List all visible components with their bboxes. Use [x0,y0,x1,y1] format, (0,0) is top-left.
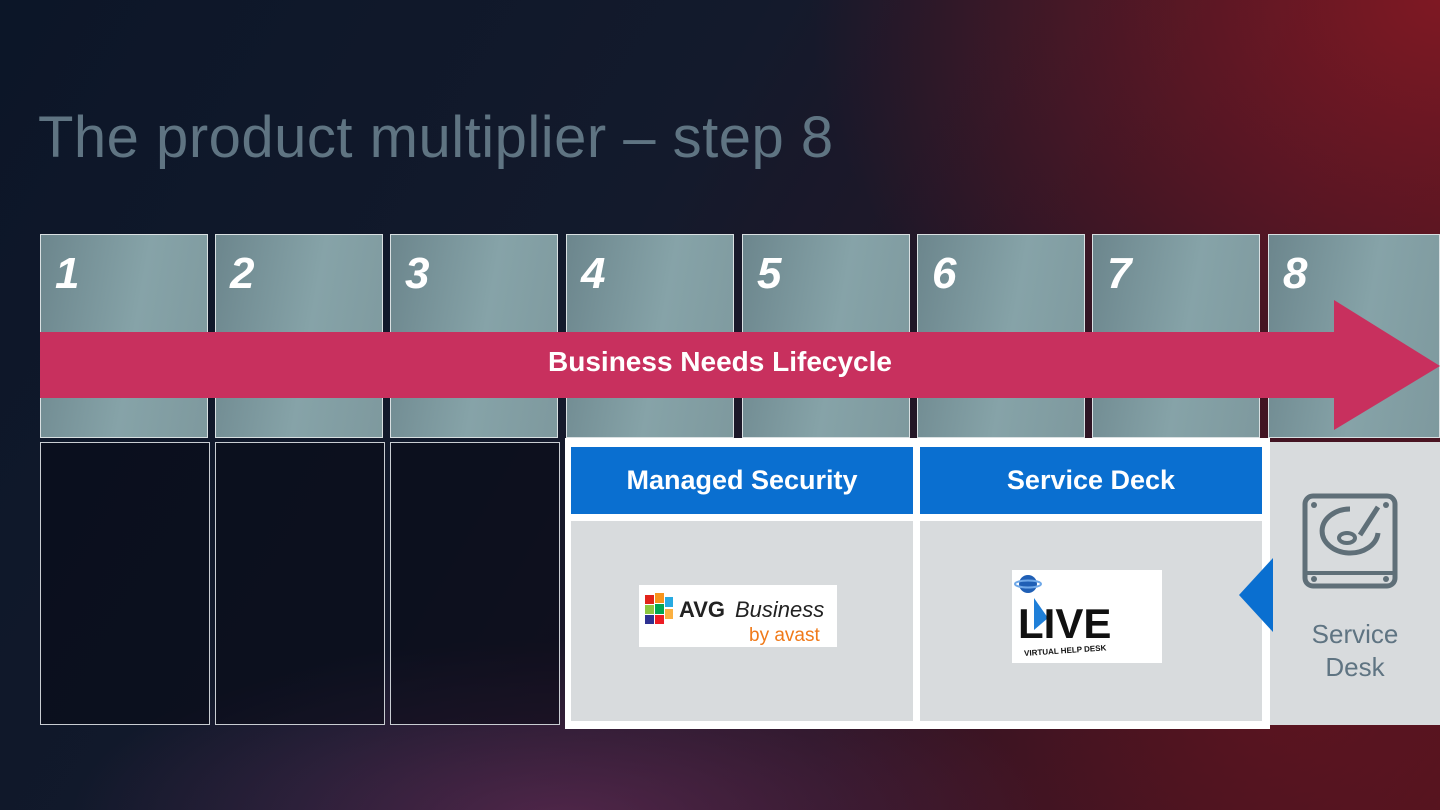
service-desk-label: Service Desk [1270,618,1440,684]
service-deck-header: Service Deck [920,447,1262,514]
live-logo-icon: LIVE VIRTUAL HELP DESK [1014,575,1111,658]
step-number: 3 [405,249,430,298]
hard-drive-icon [1302,493,1398,589]
page-title: The product multiplier – step 8 [38,105,834,170]
avg-logo-main-text: AVG [679,597,725,622]
blue-pointer-icon [1239,558,1273,632]
lifecycle-arrow [40,300,1440,430]
step-number: 8 [1283,249,1308,298]
avg-logo-by-text: by avast [749,625,820,646]
service-desk-label-line2: Desk [1325,652,1385,682]
avg-logo-icon: AVG Business by avast [645,593,824,646]
step-number: 5 [757,249,782,298]
step-number: 2 [230,249,255,298]
step-column-1 [40,442,210,725]
step-number: 7 [1107,249,1132,298]
managed-security-header: Managed Security [571,447,913,514]
step-column-3 [390,442,560,725]
step-number: 1 [55,249,80,298]
step-number: 4 [581,249,606,298]
live-virtual-help-desk-logo: LIVE VIRTUAL HELP DESK [1012,570,1162,663]
avg-logo-sub-text: Business [735,597,824,622]
lifecycle-label: Business Needs Lifecycle [548,346,892,377]
step-column-2 [215,442,385,725]
step-number: 6 [932,249,957,298]
avg-business-logo: AVG Business by avast [639,585,837,647]
service-desk-label-line1: Service [1311,619,1399,649]
live-logo-main-text: LIVE [1018,600,1111,647]
